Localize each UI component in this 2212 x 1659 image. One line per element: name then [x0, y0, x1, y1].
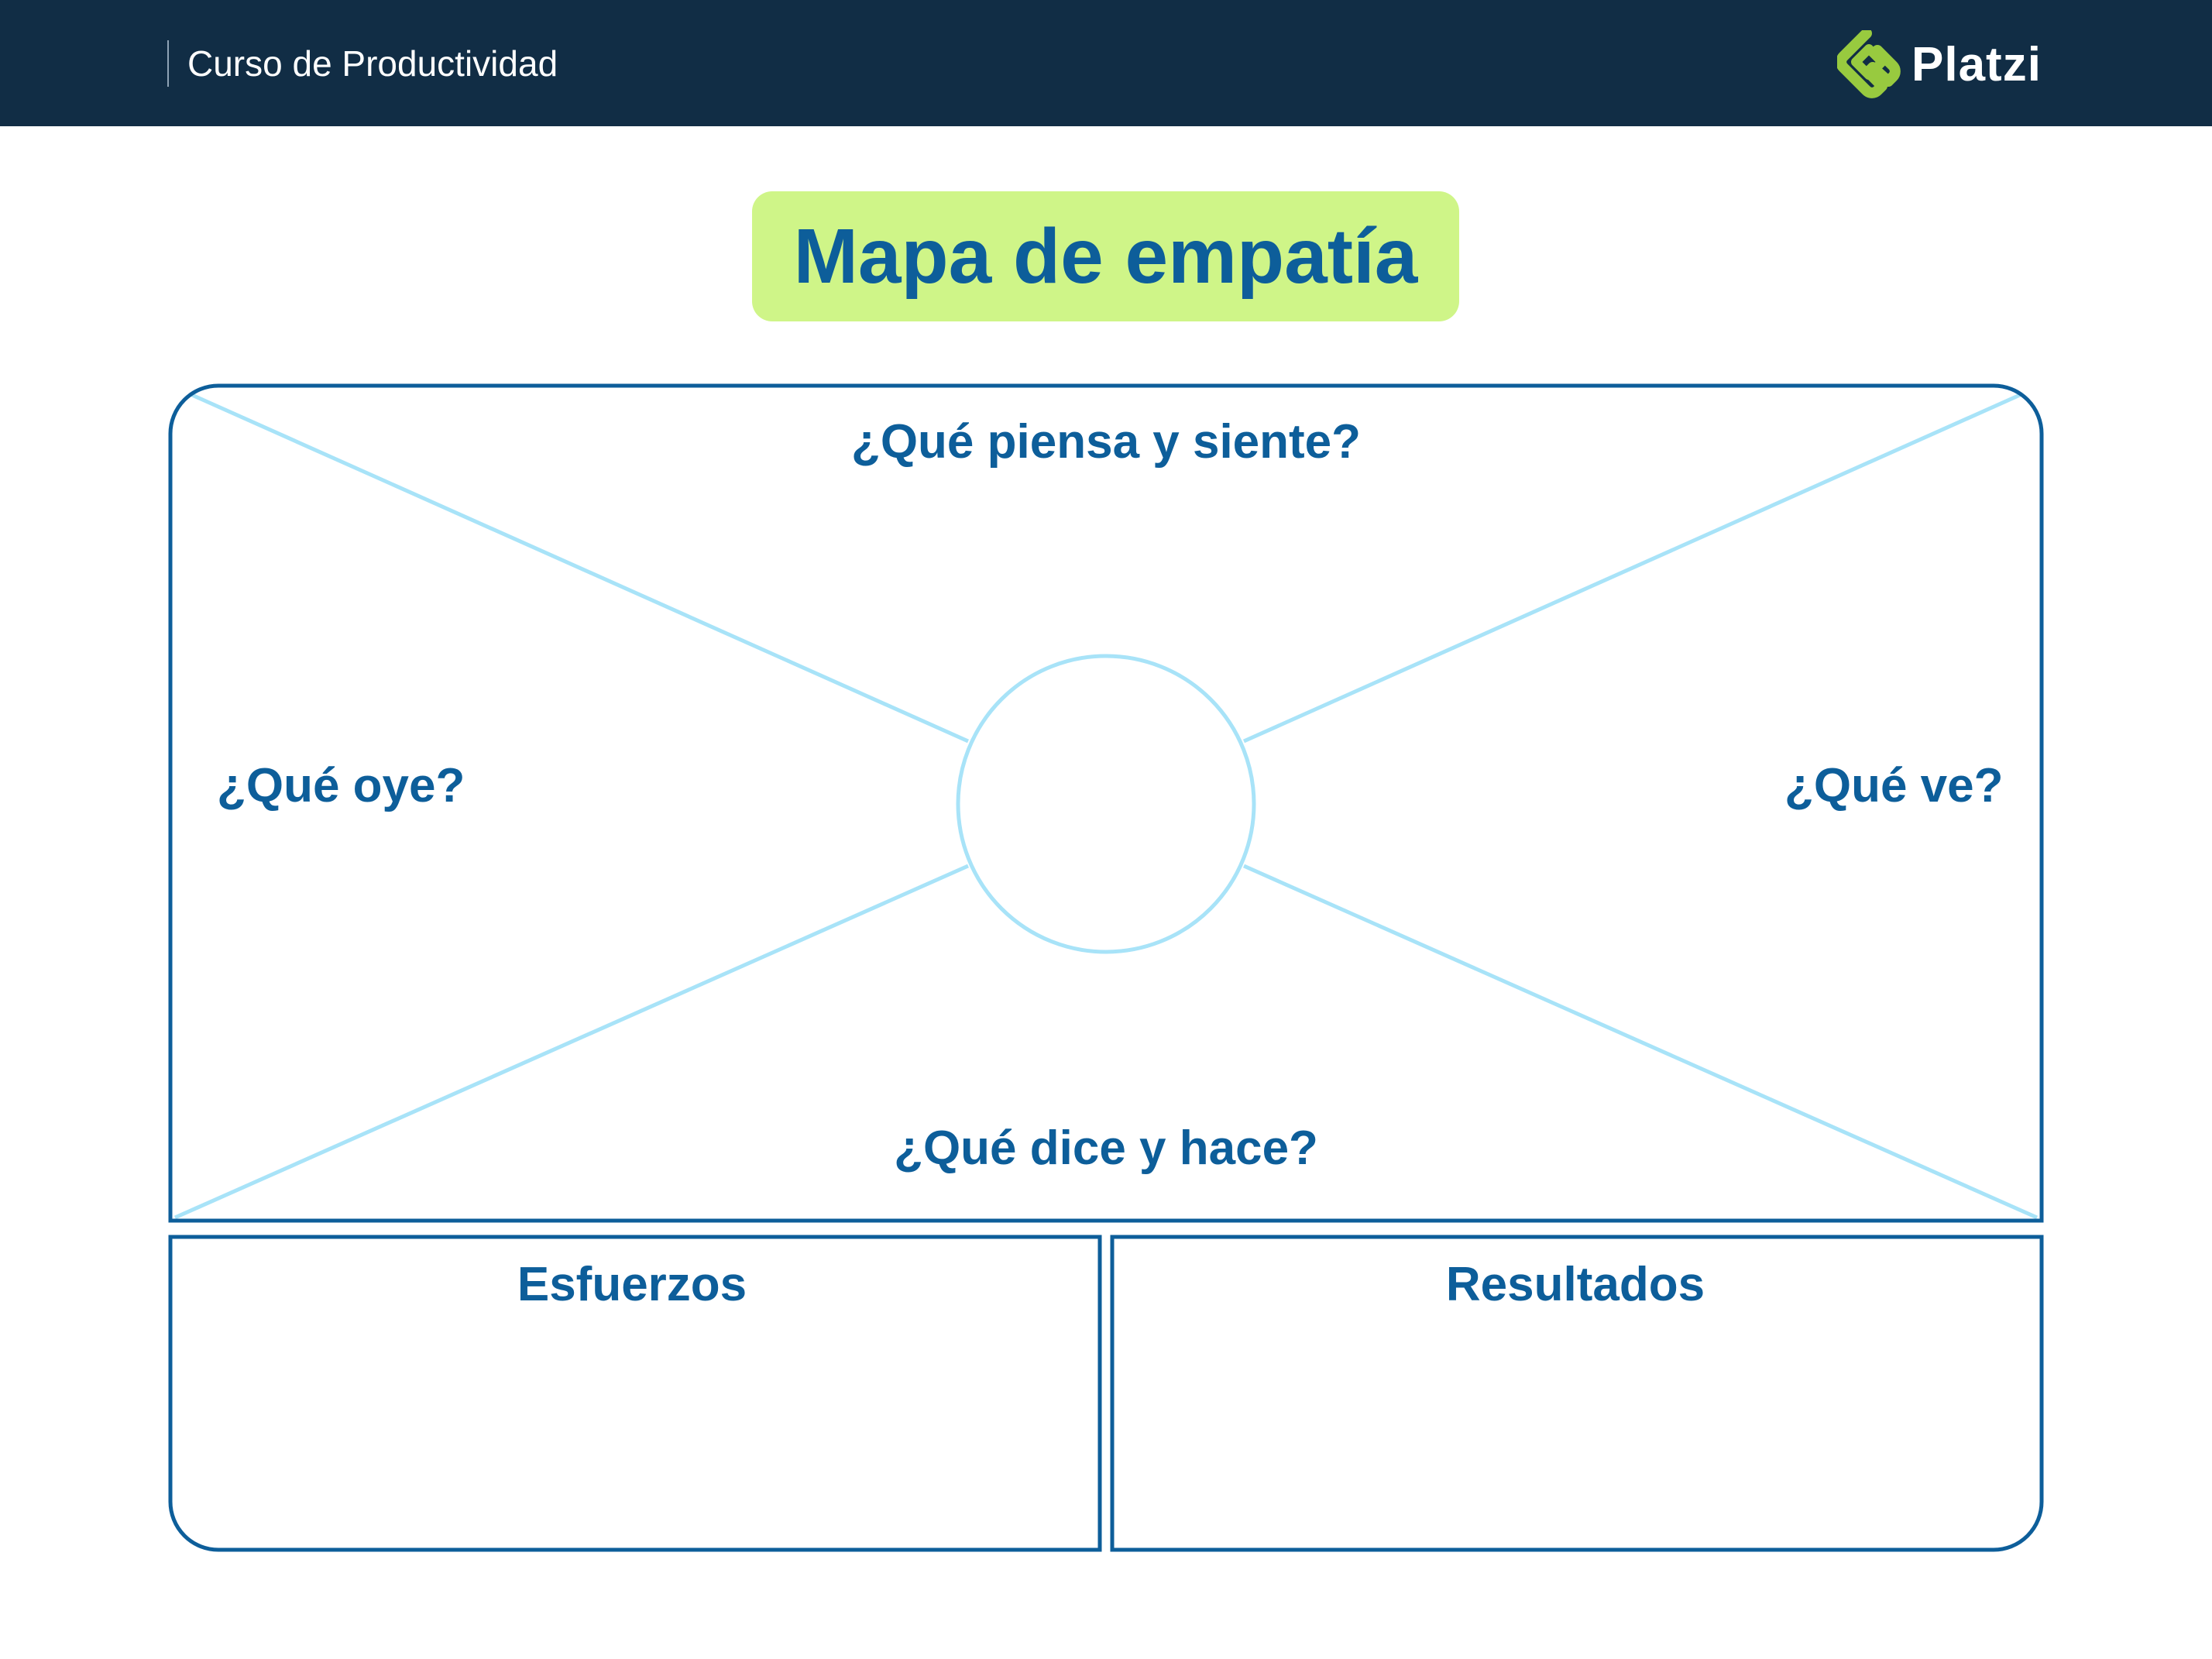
brand-logo[interactable]: Platzi — [1837, 29, 2042, 99]
quadrant-label-hears: ¿Qué oye? — [217, 759, 465, 812]
diagonal-top-right — [1242, 393, 2021, 744]
course-title: Curso de Productividad — [167, 40, 558, 87]
center-circle — [956, 654, 1256, 954]
page-title: Mapa de empatía — [752, 191, 1459, 321]
quadrant-label-thinks-feels: ¿Qué piensa y siente? — [850, 415, 1362, 469]
panel-label-resultados: Resultados — [1445, 1258, 1705, 1311]
diagonal-bottom-left — [173, 864, 970, 1220]
panel-resultados — [1110, 1235, 2044, 1552]
diagonal-bottom-right — [1242, 864, 2039, 1220]
quadrant-label-sees: ¿Qué ve? — [1784, 759, 2004, 812]
brand-name: Platzi — [1911, 37, 2042, 91]
header-bar: Curso de Productividad Platzi — [0, 0, 2212, 126]
platzi-logo-icon — [1837, 30, 1901, 98]
quadrant-label-says-does: ¿Qué dice y hace? — [894, 1121, 1318, 1175]
panel-label-esfuerzos: Esfuerzos — [517, 1258, 747, 1311]
diagonal-top-left — [191, 393, 970, 744]
panel-esfuerzos — [168, 1235, 1102, 1552]
map-outline — [168, 383, 2044, 1223]
